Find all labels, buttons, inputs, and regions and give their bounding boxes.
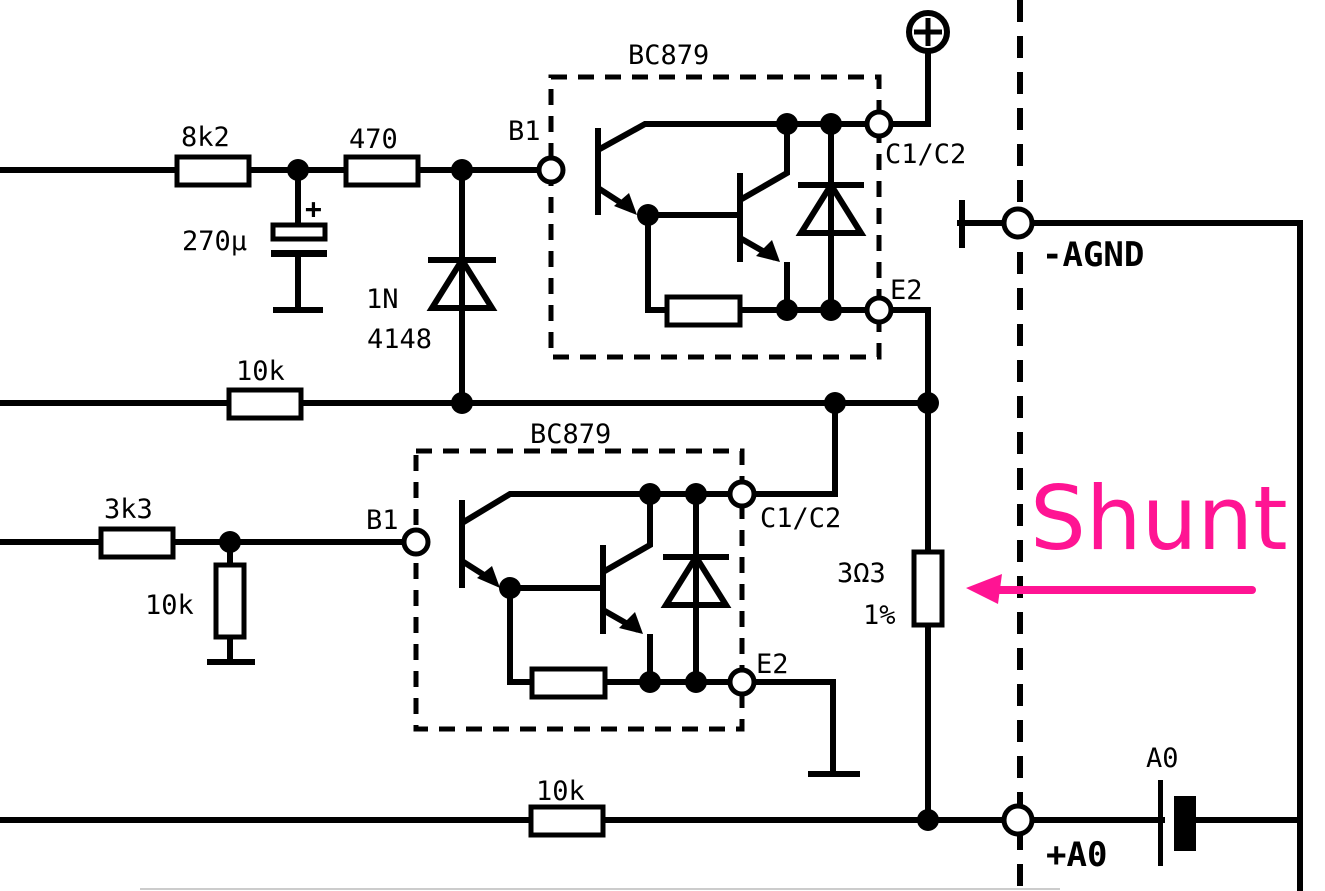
label-diode-1: 1N: [366, 284, 399, 315]
label-ic-top: BC879: [628, 40, 709, 71]
label-cap-plus: +: [305, 192, 322, 225]
shunt-resistor: [911, 549, 945, 628]
label-470: 470: [349, 124, 398, 155]
label-10k-bottom: 10k: [536, 776, 585, 807]
resistor-3k3: [98, 526, 176, 560]
label-shunt-tol: 1%: [863, 600, 896, 631]
plus-terminal-icon: [906, 10, 950, 54]
label-shunt-value: 3Ω3: [837, 558, 886, 589]
diode-1n4148: [426, 254, 498, 311]
resistor-10k-bottom: [528, 804, 606, 838]
label-c1c2-top: C1/C2: [885, 139, 966, 170]
label-agnd: -AGND: [1042, 235, 1144, 275]
label-10k-left: 10k: [145, 590, 194, 621]
junction-dots: [219, 159, 939, 831]
terminals: [401, 109, 1035, 837]
label-e2-bottom: E2: [756, 649, 789, 680]
shunt-annotation: Shunt: [1030, 467, 1288, 570]
label-c1c2-bottom: C1/C2: [760, 503, 841, 534]
label-diode-2: 4148: [367, 324, 432, 355]
battery-a0: [1158, 780, 1196, 866]
label-cap: 270µ: [182, 226, 247, 257]
label-b1-top: B1: [508, 116, 541, 147]
label-ic-bottom: BC879: [530, 419, 611, 450]
label-a0-bottom: +A0: [1046, 835, 1107, 875]
resistor-470: [343, 154, 421, 188]
ic-top: [548, 74, 882, 360]
resistor-10k-left: [213, 562, 247, 640]
shunt-arrow: [966, 574, 1256, 604]
label-a0-top: A0: [1146, 743, 1179, 774]
ic-bottom: [413, 448, 745, 732]
label-10k-top: 10k: [236, 356, 285, 387]
resistor-10k-top: [226, 387, 304, 421]
label-b1-bottom: B1: [366, 505, 399, 536]
resistor-8k2: [174, 154, 252, 188]
label-3k3: 3k3: [104, 494, 153, 525]
capacitor-270u: [270, 222, 328, 257]
label-8k2: 8k2: [181, 122, 230, 153]
label-e2-top: E2: [890, 275, 923, 306]
